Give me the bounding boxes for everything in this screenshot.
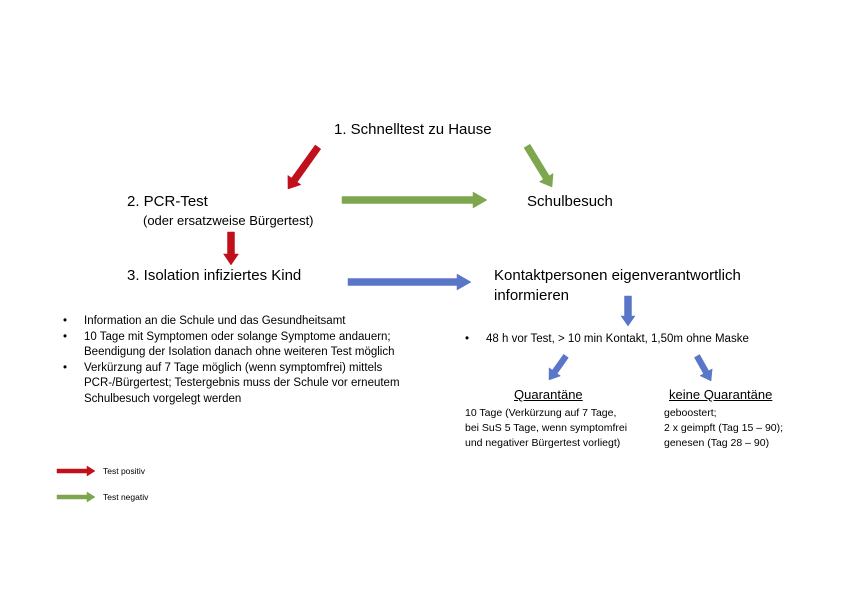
arrow-pcr-to-isolation bbox=[223, 231, 239, 266]
legend-positive-label: Test positiv bbox=[103, 466, 146, 476]
arrow-to-quarantaene bbox=[548, 353, 569, 381]
legend-positive-arrow bbox=[56, 465, 96, 477]
node-schnelltest: 1. Schnelltest zu Hause bbox=[334, 121, 492, 138]
isolation-bullet-2: 10 Tage mit Symptomen oder solange Sympt… bbox=[63, 330, 403, 361]
legend-negative-label: Test negativ bbox=[103, 492, 149, 502]
quarantaene-line-3: und negativer Bürgertest vorliegt) bbox=[465, 437, 621, 449]
keine-quarantaene-line-2: 2 x geimpft (Tag 15 – 90); bbox=[664, 422, 784, 434]
keine-quarantaene-line-3: genesen (Tag 28 – 90) bbox=[664, 437, 770, 449]
arrow-isolation-to-kontakt bbox=[347, 273, 472, 291]
isolation-bullet-3: Verkürzung auf 7 Tage möglich (wenn symp… bbox=[63, 361, 403, 408]
arrow-kontakt-down bbox=[620, 295, 636, 327]
quarantaene-line-1: 10 Tage (Verkürzung auf 7 Tage, bbox=[465, 407, 617, 419]
kontakt-bullet: 48 h vor Test, > 10 min Kontakt, 1,50m o… bbox=[465, 332, 805, 348]
arrow-to-keine-quarantaene bbox=[694, 354, 713, 382]
node-kontakt-line1: Kontaktpersonen eigenverantwortlich bbox=[494, 267, 741, 284]
arrow-pcr-to-schulbesuch bbox=[341, 191, 488, 209]
keine-quarantaene-line-1: geboostert; bbox=[664, 407, 717, 419]
quarantaene-title: Quarantäne bbox=[514, 387, 583, 402]
node-isolation: 3. Isolation infiziertes Kind bbox=[127, 267, 302, 284]
arrow-schnelltest-to-pcr bbox=[287, 144, 322, 190]
isolation-bullet-1: Information an die Schule und das Gesund… bbox=[63, 314, 403, 330]
legend-negative-arrow bbox=[56, 491, 96, 503]
node-pcr-test-title: 2. PCR-Test bbox=[127, 193, 208, 210]
kontakt-bullet-list: 48 h vor Test, > 10 min Kontakt, 1,50m o… bbox=[465, 332, 805, 348]
quarantaene-line-2: bei SuS 5 Tage, wenn symptomfrei bbox=[465, 422, 628, 434]
isolation-bullet-list: Information an die Schule und das Gesund… bbox=[63, 314, 403, 407]
node-pcr-test-subtitle: (oder ersatzweise Bürgertest) bbox=[143, 213, 314, 228]
node-kontakt-line2: informieren bbox=[494, 287, 570, 304]
arrow-schnelltest-to-schulbesuch bbox=[523, 143, 554, 188]
keine-quarantaene-title: keine Quarantäne bbox=[669, 387, 773, 402]
node-schulbesuch: Schulbesuch bbox=[527, 193, 613, 210]
